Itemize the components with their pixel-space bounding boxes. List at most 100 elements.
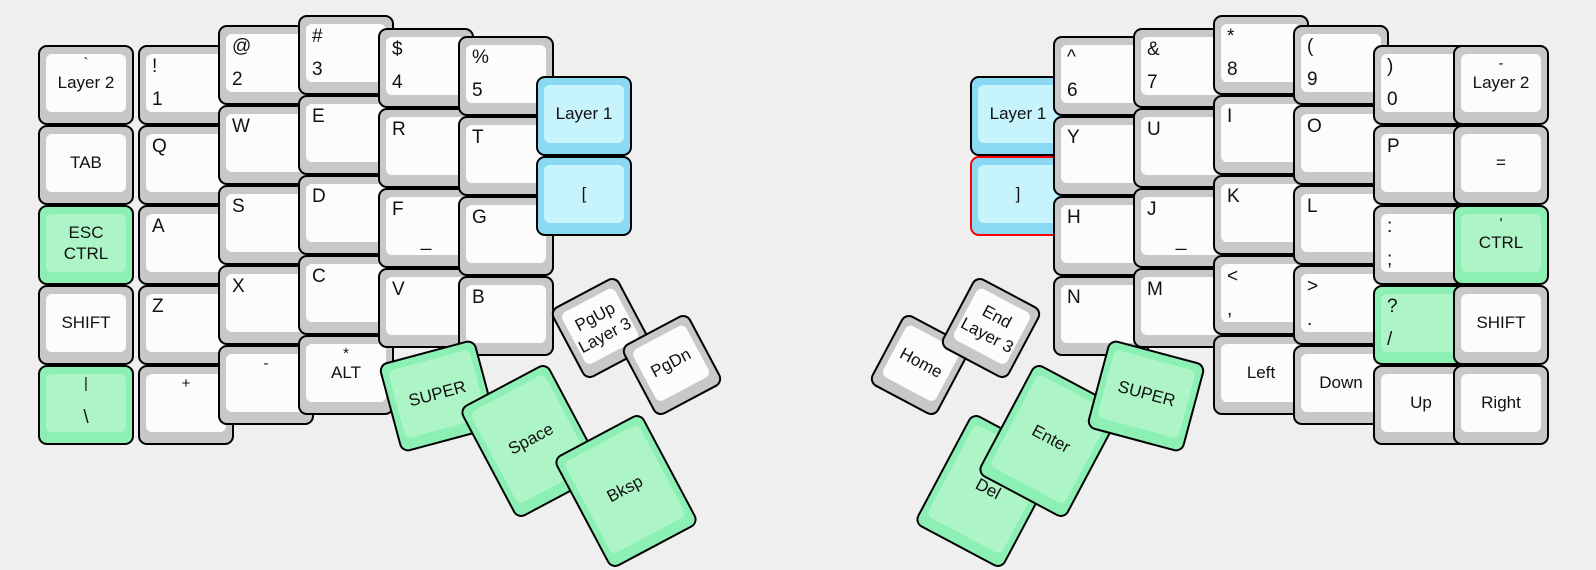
key-primary-label: B <box>472 287 485 308</box>
key-cap: Bksp <box>563 423 687 555</box>
key-primary-label: ] <box>1015 184 1021 204</box>
key-layer-1[interactable]: Layer 1 <box>970 76 1066 156</box>
key-primary-label: V <box>392 279 405 300</box>
key-layer-2[interactable]: `Layer 2 <box>38 45 134 125</box>
key-shifted-label: ) <box>1387 56 1394 77</box>
key-key[interactable]: <, <box>1213 255 1309 335</box>
key-cap: R <box>386 117 466 175</box>
key-cap: >. <box>1301 274 1381 332</box>
key-cap: T <box>466 125 546 183</box>
key-primary-label: S <box>232 196 245 217</box>
key-shifted-label: | <box>84 375 88 392</box>
key-primary-label: Bksp <box>603 471 647 507</box>
key-key[interactable]: = <box>1453 125 1549 205</box>
key-cap: N <box>1061 285 1141 343</box>
key-shifted-label: @ <box>232 36 252 57</box>
key-key[interactable]: ] <box>970 156 1066 236</box>
key-r[interactable]: R <box>378 108 474 188</box>
key-primary-label: Layer 1 <box>989 104 1047 124</box>
key-primary-label: G <box>472 207 487 228</box>
key-cap: (9 <box>1301 34 1381 92</box>
key-j[interactable]: J_ <box>1133 188 1229 268</box>
key-key[interactable]: |\ <box>38 365 134 445</box>
key-cap: <, <box>1221 264 1301 322</box>
key-primary-label: PgDn <box>647 344 695 382</box>
key-d[interactable]: D <box>298 175 394 255</box>
key-primary-label: L <box>1307 196 1318 217</box>
key-shifted-label: ( <box>1307 36 1314 57</box>
key-primary-label: Enter <box>1028 420 1074 457</box>
key-w[interactable]: W <box>218 105 314 185</box>
key-cap: -Layer 2 <box>1461 54 1541 112</box>
key-primary-label: End Layer 3 <box>957 301 1017 358</box>
key-tab[interactable]: TAB <box>38 125 134 205</box>
key-shift[interactable]: SHIFT <box>1453 285 1549 365</box>
key-shifted-label: : <box>1387 216 1393 237</box>
key-ctrl[interactable]: 'CTRL <box>1453 205 1549 285</box>
key-key[interactable]: ?/ <box>1373 285 1469 365</box>
key-primary-label: A <box>152 216 165 237</box>
key-key[interactable]: - <box>218 345 314 425</box>
key-primary-label: 1 <box>152 89 163 111</box>
key-primary-label: 5 <box>472 80 483 102</box>
key-key[interactable]: [ <box>536 156 632 236</box>
key-primary-label: Layer 1 <box>555 104 613 124</box>
key-primary-label: SHIFT <box>1476 313 1526 333</box>
key-layer-2[interactable]: -Layer 2 <box>1453 45 1549 125</box>
key-cap: ^6 <box>1061 45 1141 103</box>
key-cap: %5 <box>466 45 546 103</box>
key-primary-label: / <box>1387 329 1393 351</box>
key-cap: Layer 1 <box>544 85 624 143</box>
key-shifted-label: ? <box>1387 296 1398 317</box>
key-cap: Right <box>1461 374 1541 432</box>
key-cap: A <box>146 214 226 272</box>
key-cap: J_ <box>1141 197 1221 255</box>
key-alt[interactable]: *ALT <box>298 335 394 415</box>
key-primary-label: X <box>232 276 245 297</box>
key-primary-label: K <box>1227 186 1240 207</box>
key-ctrl[interactable]: ESC CTRL <box>38 205 134 285</box>
key-primary-label: D <box>312 186 326 207</box>
key-primary-label: 6 <box>1067 80 1078 102</box>
key-primary-label: H <box>1067 207 1081 228</box>
key-primary-label: 4 <box>392 72 403 94</box>
key-cap: @2 <box>226 34 306 92</box>
key-key[interactable]: + <box>138 365 234 445</box>
key-primary-label: 2 <box>232 69 243 91</box>
key-cap: D <box>306 184 386 242</box>
key-primary-label: U <box>1147 119 1161 140</box>
key-7[interactable]: &7 <box>1133 28 1229 108</box>
key-cap: B <box>466 285 546 343</box>
key-primary-label: SUPER <box>1115 376 1178 411</box>
key-cap: 'CTRL <box>1461 214 1541 272</box>
key-cap: Down <box>1301 354 1381 412</box>
key-layer-1[interactable]: Layer 1 <box>536 76 632 156</box>
key-cap: `Layer 2 <box>46 54 126 112</box>
key-primary-label: CTRL <box>1478 233 1524 253</box>
key-cap: Left <box>1221 344 1301 402</box>
key-primary-label: , <box>1227 299 1233 321</box>
key-cap: TAB <box>46 134 126 192</box>
key-cap: *ALT <box>306 344 386 402</box>
key-shift[interactable]: SHIFT <box>38 285 134 365</box>
key-primary-label: M <box>1147 279 1163 300</box>
key-primary-label: = <box>1496 153 1506 173</box>
key-primary-label: C <box>312 266 326 287</box>
key-primary-label: Layer 2 <box>1472 73 1530 93</box>
key-cap: H <box>1061 205 1141 263</box>
key-right[interactable]: Right <box>1453 365 1549 445</box>
key-g[interactable]: G <box>458 196 554 276</box>
key-cap: G <box>466 205 546 263</box>
key-primary-label: ESC CTRL <box>63 222 109 263</box>
key-primary-label: Layer 2 <box>57 73 115 93</box>
key-shifted-label: # <box>312 26 323 47</box>
key-cap: = <box>1461 134 1541 192</box>
key-homerow-marker: _ <box>420 230 432 252</box>
key-cap: )0 <box>1381 54 1461 112</box>
key-cap: *8 <box>1221 24 1301 82</box>
key-primary-label: Left <box>1246 363 1276 383</box>
key-shifted-label: % <box>472 47 489 68</box>
key-shifted-label: - <box>1498 55 1504 72</box>
key-shifted-label: ^ <box>1067 47 1076 68</box>
key-b[interactable]: B <box>458 276 554 356</box>
